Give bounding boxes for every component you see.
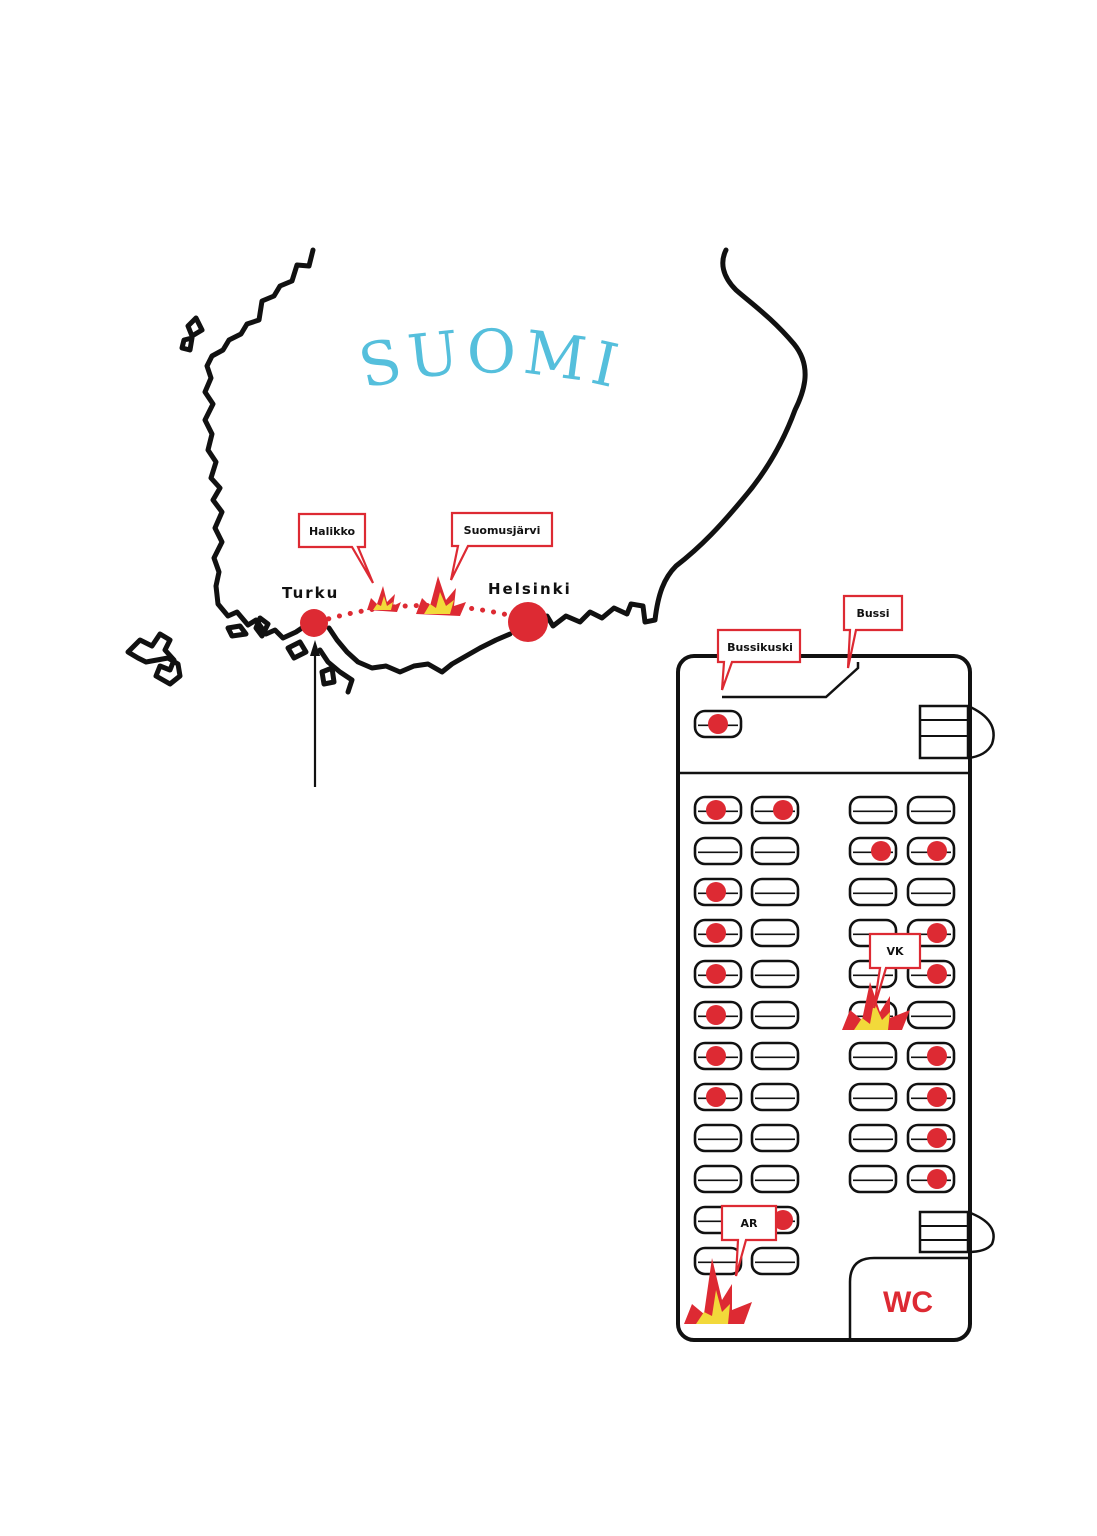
seat-left-inner bbox=[750, 836, 800, 866]
passenger-marker bbox=[927, 1128, 947, 1148]
seat-left-inner bbox=[750, 1164, 800, 1194]
callout-vk-text: VK bbox=[886, 945, 904, 958]
callout-halikko: Halikko bbox=[297, 512, 375, 584]
seat-left-inner bbox=[750, 959, 800, 989]
wc-label: WC bbox=[883, 1286, 933, 1319]
turku-pointer-arrowhead bbox=[310, 640, 320, 656]
seat-left-inner bbox=[750, 918, 800, 948]
seat-right-inner bbox=[848, 1164, 898, 1194]
callout-suomusjarvi: Suomusjärvi bbox=[449, 511, 554, 581]
seat-left-inner bbox=[750, 1246, 800, 1276]
turku-marker bbox=[300, 609, 328, 637]
callout-bussi-text: Bussi bbox=[856, 607, 889, 620]
callout-bussi: Bussi bbox=[842, 594, 904, 669]
passenger-marker bbox=[927, 923, 947, 943]
dashboard-line bbox=[722, 662, 860, 699]
passenger-marker bbox=[706, 1087, 726, 1107]
seat-left-outer bbox=[693, 1246, 743, 1276]
callout-ar: AR bbox=[720, 1204, 778, 1277]
explosion-icon bbox=[842, 982, 910, 1030]
passenger-marker bbox=[927, 841, 947, 861]
seat-right-inner bbox=[848, 1041, 898, 1071]
wc-room bbox=[848, 1256, 968, 1340]
seat-right-outer bbox=[906, 1000, 956, 1030]
seat-right-inner bbox=[848, 877, 898, 907]
explosion-icon bbox=[416, 576, 466, 616]
rear-door bbox=[918, 1210, 995, 1254]
seat-left-inner bbox=[750, 1123, 800, 1153]
seat-left-inner bbox=[750, 877, 800, 907]
explosion-icon bbox=[367, 586, 401, 612]
callout-vk: VK bbox=[868, 932, 922, 1009]
seat-right-outer bbox=[906, 795, 956, 825]
seat-right-inner bbox=[848, 1082, 898, 1112]
passenger-marker bbox=[927, 1046, 947, 1066]
passenger-marker bbox=[773, 1210, 793, 1230]
seat-left-inner bbox=[750, 1041, 800, 1071]
seat-left-outer bbox=[693, 836, 743, 866]
passenger-marker bbox=[706, 964, 726, 984]
seat-right-inner bbox=[848, 795, 898, 825]
bus-seat-plan: WC Bussikuski Bussi VK AR bbox=[676, 594, 995, 1342]
front-door bbox=[918, 704, 995, 760]
passenger-marker bbox=[706, 923, 726, 943]
hanko-peninsula bbox=[317, 647, 355, 695]
passenger-marker bbox=[706, 800, 726, 820]
callout-bussikuski-text: Bussikuski bbox=[727, 641, 793, 654]
passenger-marker bbox=[706, 1046, 726, 1066]
coastline-west bbox=[202, 247, 316, 641]
seat-right-inner bbox=[848, 1123, 898, 1153]
passenger-marker bbox=[927, 1169, 947, 1189]
passenger-marker bbox=[927, 1087, 947, 1107]
passenger-marker bbox=[706, 882, 726, 902]
helsinki-label: Helsinki bbox=[488, 580, 572, 598]
explosion-icon bbox=[684, 1258, 752, 1324]
country-label: SUOMI bbox=[353, 317, 630, 403]
callout-halikko-text: Halikko bbox=[309, 525, 356, 538]
passenger-marker bbox=[927, 964, 947, 984]
seat-left-outer bbox=[693, 1164, 743, 1194]
passenger-marker bbox=[871, 841, 891, 861]
callout-ar-text: AR bbox=[741, 1217, 759, 1230]
seat-left-inner bbox=[750, 1082, 800, 1112]
coastline-east bbox=[544, 247, 808, 629]
passenger-marker bbox=[708, 714, 728, 734]
islands-small bbox=[179, 315, 337, 687]
aland-islands bbox=[125, 631, 183, 687]
seat-left-outer bbox=[693, 1123, 743, 1153]
helsinki-marker bbox=[508, 602, 548, 642]
coastline-south bbox=[326, 625, 513, 675]
callout-bussikuski: Bussikuski bbox=[716, 628, 802, 691]
bus-body bbox=[676, 654, 972, 1342]
turku-label: Turku bbox=[282, 584, 339, 602]
passenger-marker bbox=[773, 800, 793, 820]
seat-left-inner bbox=[750, 1000, 800, 1030]
callout-suomusjarvi-text: Suomusjärvi bbox=[464, 524, 541, 537]
passenger-marker bbox=[706, 1005, 726, 1025]
seat-right-outer bbox=[906, 877, 956, 907]
